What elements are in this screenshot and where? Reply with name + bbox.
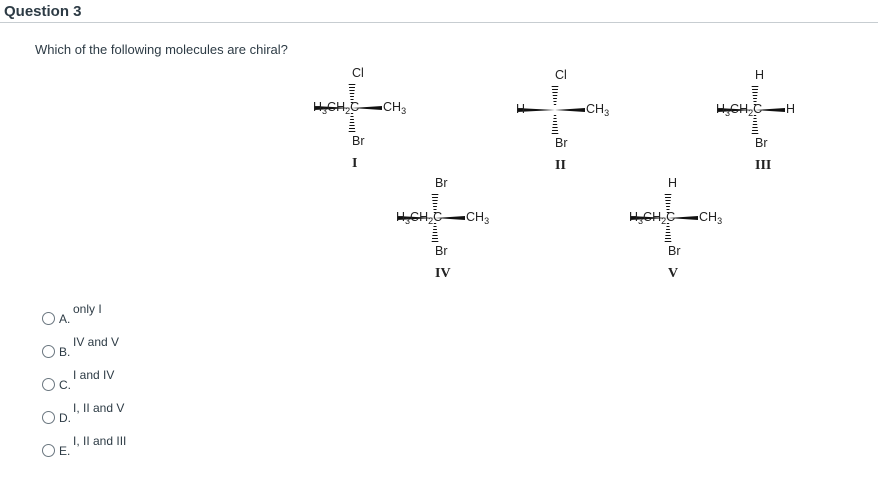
top-substituent: H — [668, 176, 678, 190]
left-wedge-bond — [517, 108, 555, 112]
molecule-numeral: V — [668, 266, 679, 281]
left-wedge-bond — [717, 108, 755, 112]
answer-text: I and IV — [73, 368, 115, 382]
right-wedge-bond — [435, 216, 465, 220]
right-wedge-bond — [555, 108, 585, 112]
bottom-dash-bond — [551, 115, 559, 134]
radio-button-b[interactable] — [42, 345, 55, 358]
answer-letter: D. — [59, 411, 71, 425]
top-substituent: Br — [435, 176, 448, 190]
answer-letter: C. — [59, 378, 71, 392]
molecule-bonds — [314, 84, 382, 132]
bottom-dash-bond — [348, 113, 356, 132]
molecule-numeral: IV — [435, 266, 451, 281]
bottom-dash-bond — [431, 223, 439, 242]
bottom-dash-bond — [751, 115, 759, 134]
bottom-dash-bond — [664, 223, 672, 242]
left-substituent: H — [516, 102, 526, 116]
left-wedge-bond — [630, 216, 668, 220]
radio-button-c[interactable] — [42, 378, 55, 391]
answer-letter: A. — [59, 312, 71, 326]
top-dash-bond — [348, 84, 356, 103]
answer-letter: E. — [59, 444, 71, 458]
molecule-bonds — [630, 194, 698, 242]
bottom-substituent: Br — [668, 244, 681, 258]
answer-option-e[interactable]: E. I, II and III — [42, 434, 242, 462]
top-substituent: Cl — [352, 66, 364, 80]
right-substituent: CH3 — [466, 210, 490, 226]
left-substituent: H3CH2C — [716, 102, 763, 118]
molecule-bonds — [717, 86, 785, 134]
molecule-bonds — [517, 86, 585, 134]
molecule-III: H Br H3CH2C H III — [645, 65, 865, 175]
answer-option-b[interactable]: B. IV and V — [42, 335, 242, 363]
answer-option-d[interactable]: D. I, II and V — [42, 401, 242, 429]
right-substituent: CH3 — [383, 100, 407, 116]
answer-text: I, II and III — [73, 434, 127, 448]
answer-option-c[interactable]: C. I and IV — [42, 368, 242, 396]
left-substituent: H3CH2C — [629, 210, 676, 226]
right-wedge-bond — [668, 216, 698, 220]
right-wedge-bond — [755, 108, 785, 112]
question-header: Question 3 — [0, 0, 878, 23]
molecule-numeral: III — [755, 158, 772, 173]
top-substituent: H — [755, 68, 765, 82]
answer-text: I, II and V — [73, 401, 125, 415]
answer-letter: B. — [59, 345, 71, 359]
top-substituent: Cl — [555, 68, 567, 82]
radio-button-a[interactable] — [42, 312, 55, 325]
right-substituent: H — [786, 102, 796, 116]
molecule-bonds — [397, 194, 465, 242]
question-title: Question 3 — [4, 3, 82, 20]
bottom-substituent: Br — [555, 136, 568, 150]
left-wedge-bond — [314, 106, 352, 110]
left-substituent: H3CH2C — [313, 100, 360, 116]
radio-button-d[interactable] — [42, 411, 55, 424]
left-substituent: H3CH2C — [396, 210, 443, 226]
bottom-substituent: Br — [435, 244, 448, 258]
question-text: Which of the following molecules are chi… — [35, 42, 288, 57]
bottom-substituent: Br — [755, 136, 768, 150]
top-dash-bond — [551, 86, 559, 105]
top-dash-bond — [664, 194, 672, 213]
top-dash-bond — [431, 194, 439, 213]
left-wedge-bond — [397, 216, 435, 220]
molecule-numeral: II — [555, 158, 566, 173]
answer-text: only I — [73, 302, 102, 316]
answer-text: IV and V — [73, 335, 120, 349]
right-substituent: CH3 — [586, 102, 610, 118]
radio-button-e[interactable] — [42, 444, 55, 457]
top-dash-bond — [751, 86, 759, 105]
right-wedge-bond — [352, 106, 382, 110]
molecule-numeral: I — [352, 156, 358, 171]
answer-option-a[interactable]: A. only I — [42, 302, 242, 330]
right-substituent: CH3 — [699, 210, 723, 226]
bottom-substituent: Br — [352, 134, 365, 148]
